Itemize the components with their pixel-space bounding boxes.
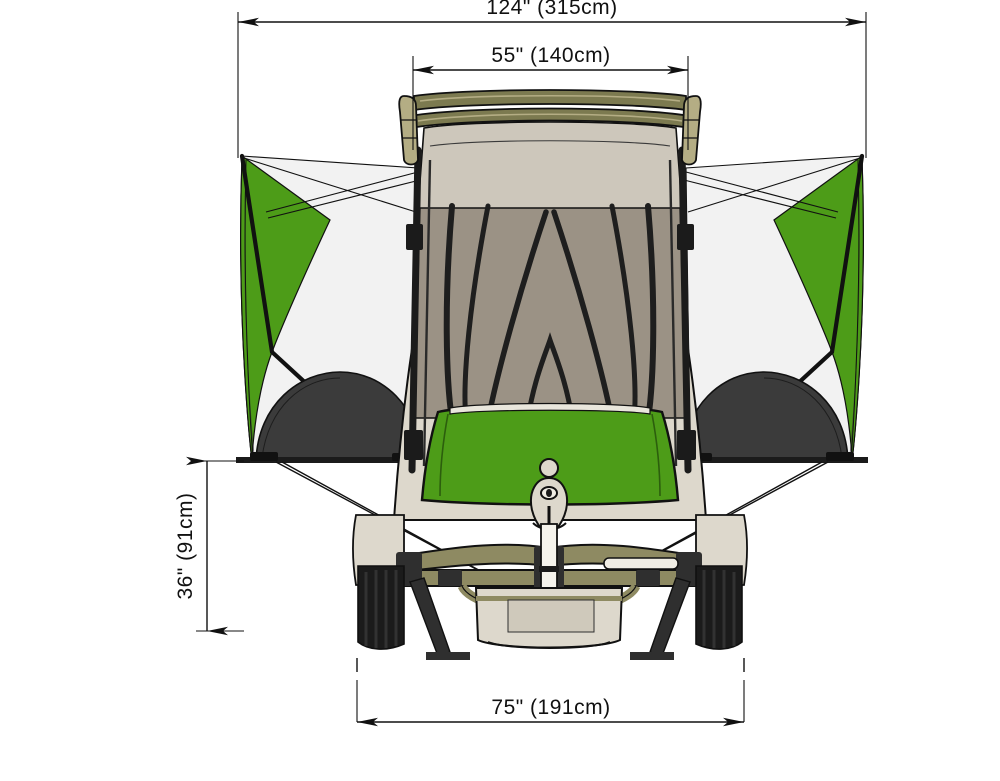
dome-tents-group (236, 371, 868, 463)
right-rack-post (681, 95, 702, 166)
right-guy-upper-3 (683, 179, 837, 219)
canopy-mesh-panel (413, 204, 687, 419)
dimension-deck-height: 36" (91cm) (174, 456, 244, 636)
right-support-foot (630, 652, 674, 660)
left-guy-upper-1 (243, 157, 417, 213)
canopy-rib-right-inner (609, 203, 638, 423)
left-guy-upper-3 (267, 179, 421, 219)
trailer-group (352, 89, 748, 660)
right-wheel-tread (702, 570, 736, 648)
left-wheel-tread (364, 570, 398, 648)
roof-rack-bar-highlight-2 (417, 113, 683, 122)
gas-cylinder-base (487, 641, 611, 649)
right-corner-pillar-inner (668, 159, 678, 467)
canopy-top (417, 121, 683, 209)
right-pillar-clamp-upper (677, 224, 694, 250)
canopy-top-seam (429, 140, 671, 147)
hitch-knob (539, 458, 559, 478)
jockey-post-collar-1 (539, 566, 559, 572)
gas-cylinder-label (507, 599, 595, 633)
canopy-rib-left-inner (462, 203, 491, 423)
right-pillar-clamp-lower (677, 430, 696, 460)
left-rack-post-joint (401, 119, 418, 139)
dimension-label-roof-width: 55" (140cm) (491, 44, 610, 67)
canopy-rib-left-outer (443, 203, 455, 423)
dimension-label-deck-height: 36" (91cm) (174, 493, 197, 600)
right-wheel (695, 565, 743, 650)
left-wheel (357, 565, 405, 650)
left-dome-ground-bar (236, 457, 428, 463)
dimension-label-track-width: 75" (191cm) (491, 696, 610, 719)
right-support-leg (649, 577, 691, 657)
canopy-rib-mid-right (551, 209, 615, 423)
right-rack-post-joint (682, 119, 699, 139)
right-guy-upper-1 (687, 157, 861, 213)
canopy-rib-mid-left (485, 209, 549, 423)
hitch-eye-pupil (546, 489, 552, 497)
roof-rack-bar-highlight (419, 94, 681, 102)
left-rack-post (398, 95, 419, 166)
left-pillar-clamp-lower (404, 430, 423, 460)
roof-rack-upper-bar (413, 89, 687, 112)
gas-cylinder-band (476, 596, 622, 601)
right-dome-ground-bar (676, 457, 868, 463)
dimension-track-width: 75" (191cm) (356, 658, 745, 727)
damper-cylinder (603, 557, 679, 570)
hood-top-trim (449, 402, 651, 415)
hood-seam-left (439, 413, 449, 497)
right-guy-upper-2 (685, 171, 839, 213)
left-corner-pillar (408, 146, 422, 474)
left-pillar-clamp-upper (406, 224, 423, 250)
left-support-leg (409, 577, 451, 657)
canopy-rib-center-v (525, 332, 575, 421)
left-pivot-block (438, 570, 462, 586)
hood-seam-right (651, 413, 661, 497)
dimension-overall-width: 124" (315cm) (237, 0, 867, 158)
canopy-rib-right-outer (645, 203, 657, 423)
left-guy-upper-2 (265, 171, 419, 213)
right-dome-peg-a (826, 452, 854, 461)
right-dome-ridge (763, 377, 843, 459)
left-support-foot (426, 652, 470, 660)
dimension-roof-width: 55" (140cm) (412, 44, 689, 150)
right-pivot-block (636, 570, 660, 586)
right-corner-pillar (678, 146, 692, 474)
dimension-label-overall-width: 124" (315cm) (486, 0, 617, 19)
left-corner-pillar-inner (422, 159, 432, 467)
left-dome-peg-a (250, 452, 278, 461)
dimension-annotations: 124" (315cm) 55" (140cm) 36" (91cm) 75" … (174, 0, 867, 727)
left-dome-ridge (261, 377, 341, 459)
